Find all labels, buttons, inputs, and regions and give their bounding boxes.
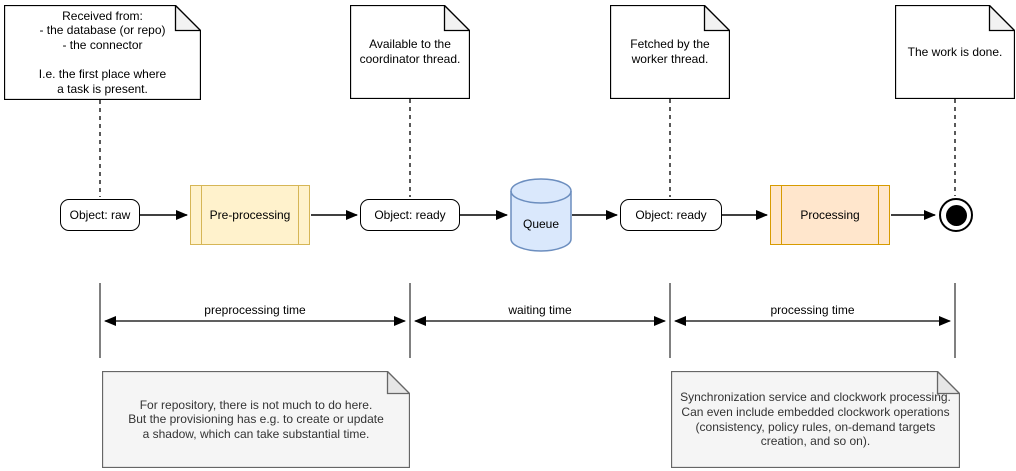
note-repository-comment: For repository, there is not much to do …: [102, 371, 410, 468]
note-shape: [350, 5, 470, 99]
final-node-icon: [939, 198, 973, 232]
note-work-done: The work is done.: [895, 5, 1015, 99]
processing-label: Processing: [800, 208, 860, 222]
note-shape: [671, 371, 960, 468]
folded-corner-icon: [703, 5, 730, 32]
note-available: Available to the coordinator thread.: [350, 5, 470, 99]
object-ready-node-1: Object: ready: [360, 199, 460, 231]
process-bar-right: [298, 186, 299, 244]
object-raw-node: Object: raw: [60, 199, 140, 231]
object-ready-node-2: Object: ready: [620, 199, 722, 231]
folded-corner-icon: [174, 5, 201, 32]
folded-corner-icon: [988, 5, 1015, 32]
cylinder-shape: [510, 178, 572, 252]
processing-time-label: processing time: [770, 303, 855, 317]
note-shape: [4, 5, 201, 100]
preprocessing-time-label: preprocessing time: [204, 303, 306, 317]
preprocessing-node: Pre-processing: [190, 185, 310, 245]
note-shape: [102, 371, 410, 468]
queue-label: Queue: [522, 217, 560, 231]
note-received-from: Received from: - the database (or repo) …: [4, 5, 201, 100]
process-bar-left: [201, 186, 202, 244]
note-text: For repository, there is not much to do …: [128, 397, 384, 441]
process-bar-left: [781, 186, 782, 244]
folded-corner-icon: [386, 371, 410, 395]
object-raw-label: Object: raw: [69, 208, 131, 222]
process-bar-right: [878, 186, 879, 244]
note-text: Fetched by the worker thread.: [630, 37, 710, 66]
preprocessing-label: Pre-processing: [209, 208, 291, 222]
final-node-dot: [945, 204, 967, 226]
note-shape: [895, 5, 1015, 99]
note-fetched: Fetched by the worker thread.: [610, 5, 730, 99]
note-text: Received from: - the database (or repo) …: [38, 8, 167, 96]
note-text: The work is done.: [907, 44, 1003, 59]
folded-corner-icon: [936, 371, 960, 395]
object-ready-label: Object: ready: [374, 208, 446, 222]
folded-corner-icon: [443, 5, 470, 32]
processing-node: Processing: [770, 185, 890, 245]
note-synchronization-comment: Synchronization service and clockwork pr…: [671, 371, 960, 468]
note-shape: [610, 5, 730, 99]
queue-cylinder: Queue: [510, 178, 572, 252]
note-text: Synchronization service and clockwork pr…: [680, 390, 951, 449]
waiting-time-label: waiting time: [508, 303, 572, 317]
note-text: Available to the coordinator thread.: [359, 37, 461, 66]
object-ready-label: Object: ready: [635, 208, 707, 222]
